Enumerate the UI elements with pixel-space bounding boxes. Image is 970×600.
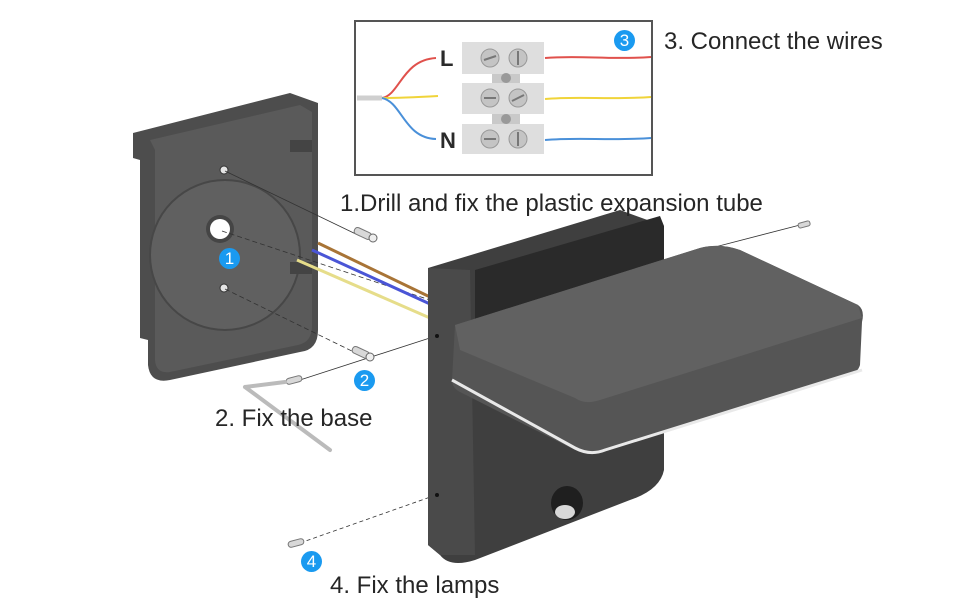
wiring-inset (354, 20, 653, 176)
earth-wire-out (544, 96, 652, 100)
neutral-wire-out (544, 137, 652, 141)
step-4-label: 4. Fix the lamps (330, 572, 500, 599)
screw-side (285, 375, 303, 385)
live-wire-in (381, 57, 437, 99)
step-badge-2: 2 (354, 370, 375, 391)
live-label: L (440, 46, 454, 71)
step-3-label: 3. Connect the wires (664, 28, 883, 55)
screw-lamp (287, 538, 305, 548)
step-2-label: 2. Fix the base (215, 405, 373, 432)
live-wire-out (544, 56, 652, 59)
hex-key (243, 380, 332, 452)
step-badge-3: 3 (614, 30, 635, 51)
step-badge-4: 4 (301, 551, 322, 572)
earth-wire-in (381, 95, 439, 99)
neutral-wire-in (381, 97, 437, 140)
screw-bottom (351, 345, 375, 362)
wall-lamp (428, 210, 863, 564)
step-1-label: 1.Drill and fix the plastic expansion tu… (340, 190, 763, 217)
step-badge-1: 1 (219, 248, 240, 269)
mounting-base-plate (133, 93, 318, 381)
screw-top (353, 226, 378, 243)
drill-hole (210, 219, 230, 239)
connection-wires (296, 241, 431, 320)
neutral-label: N (440, 128, 456, 153)
screw-top-right (797, 220, 811, 229)
terminal-block (462, 42, 544, 154)
